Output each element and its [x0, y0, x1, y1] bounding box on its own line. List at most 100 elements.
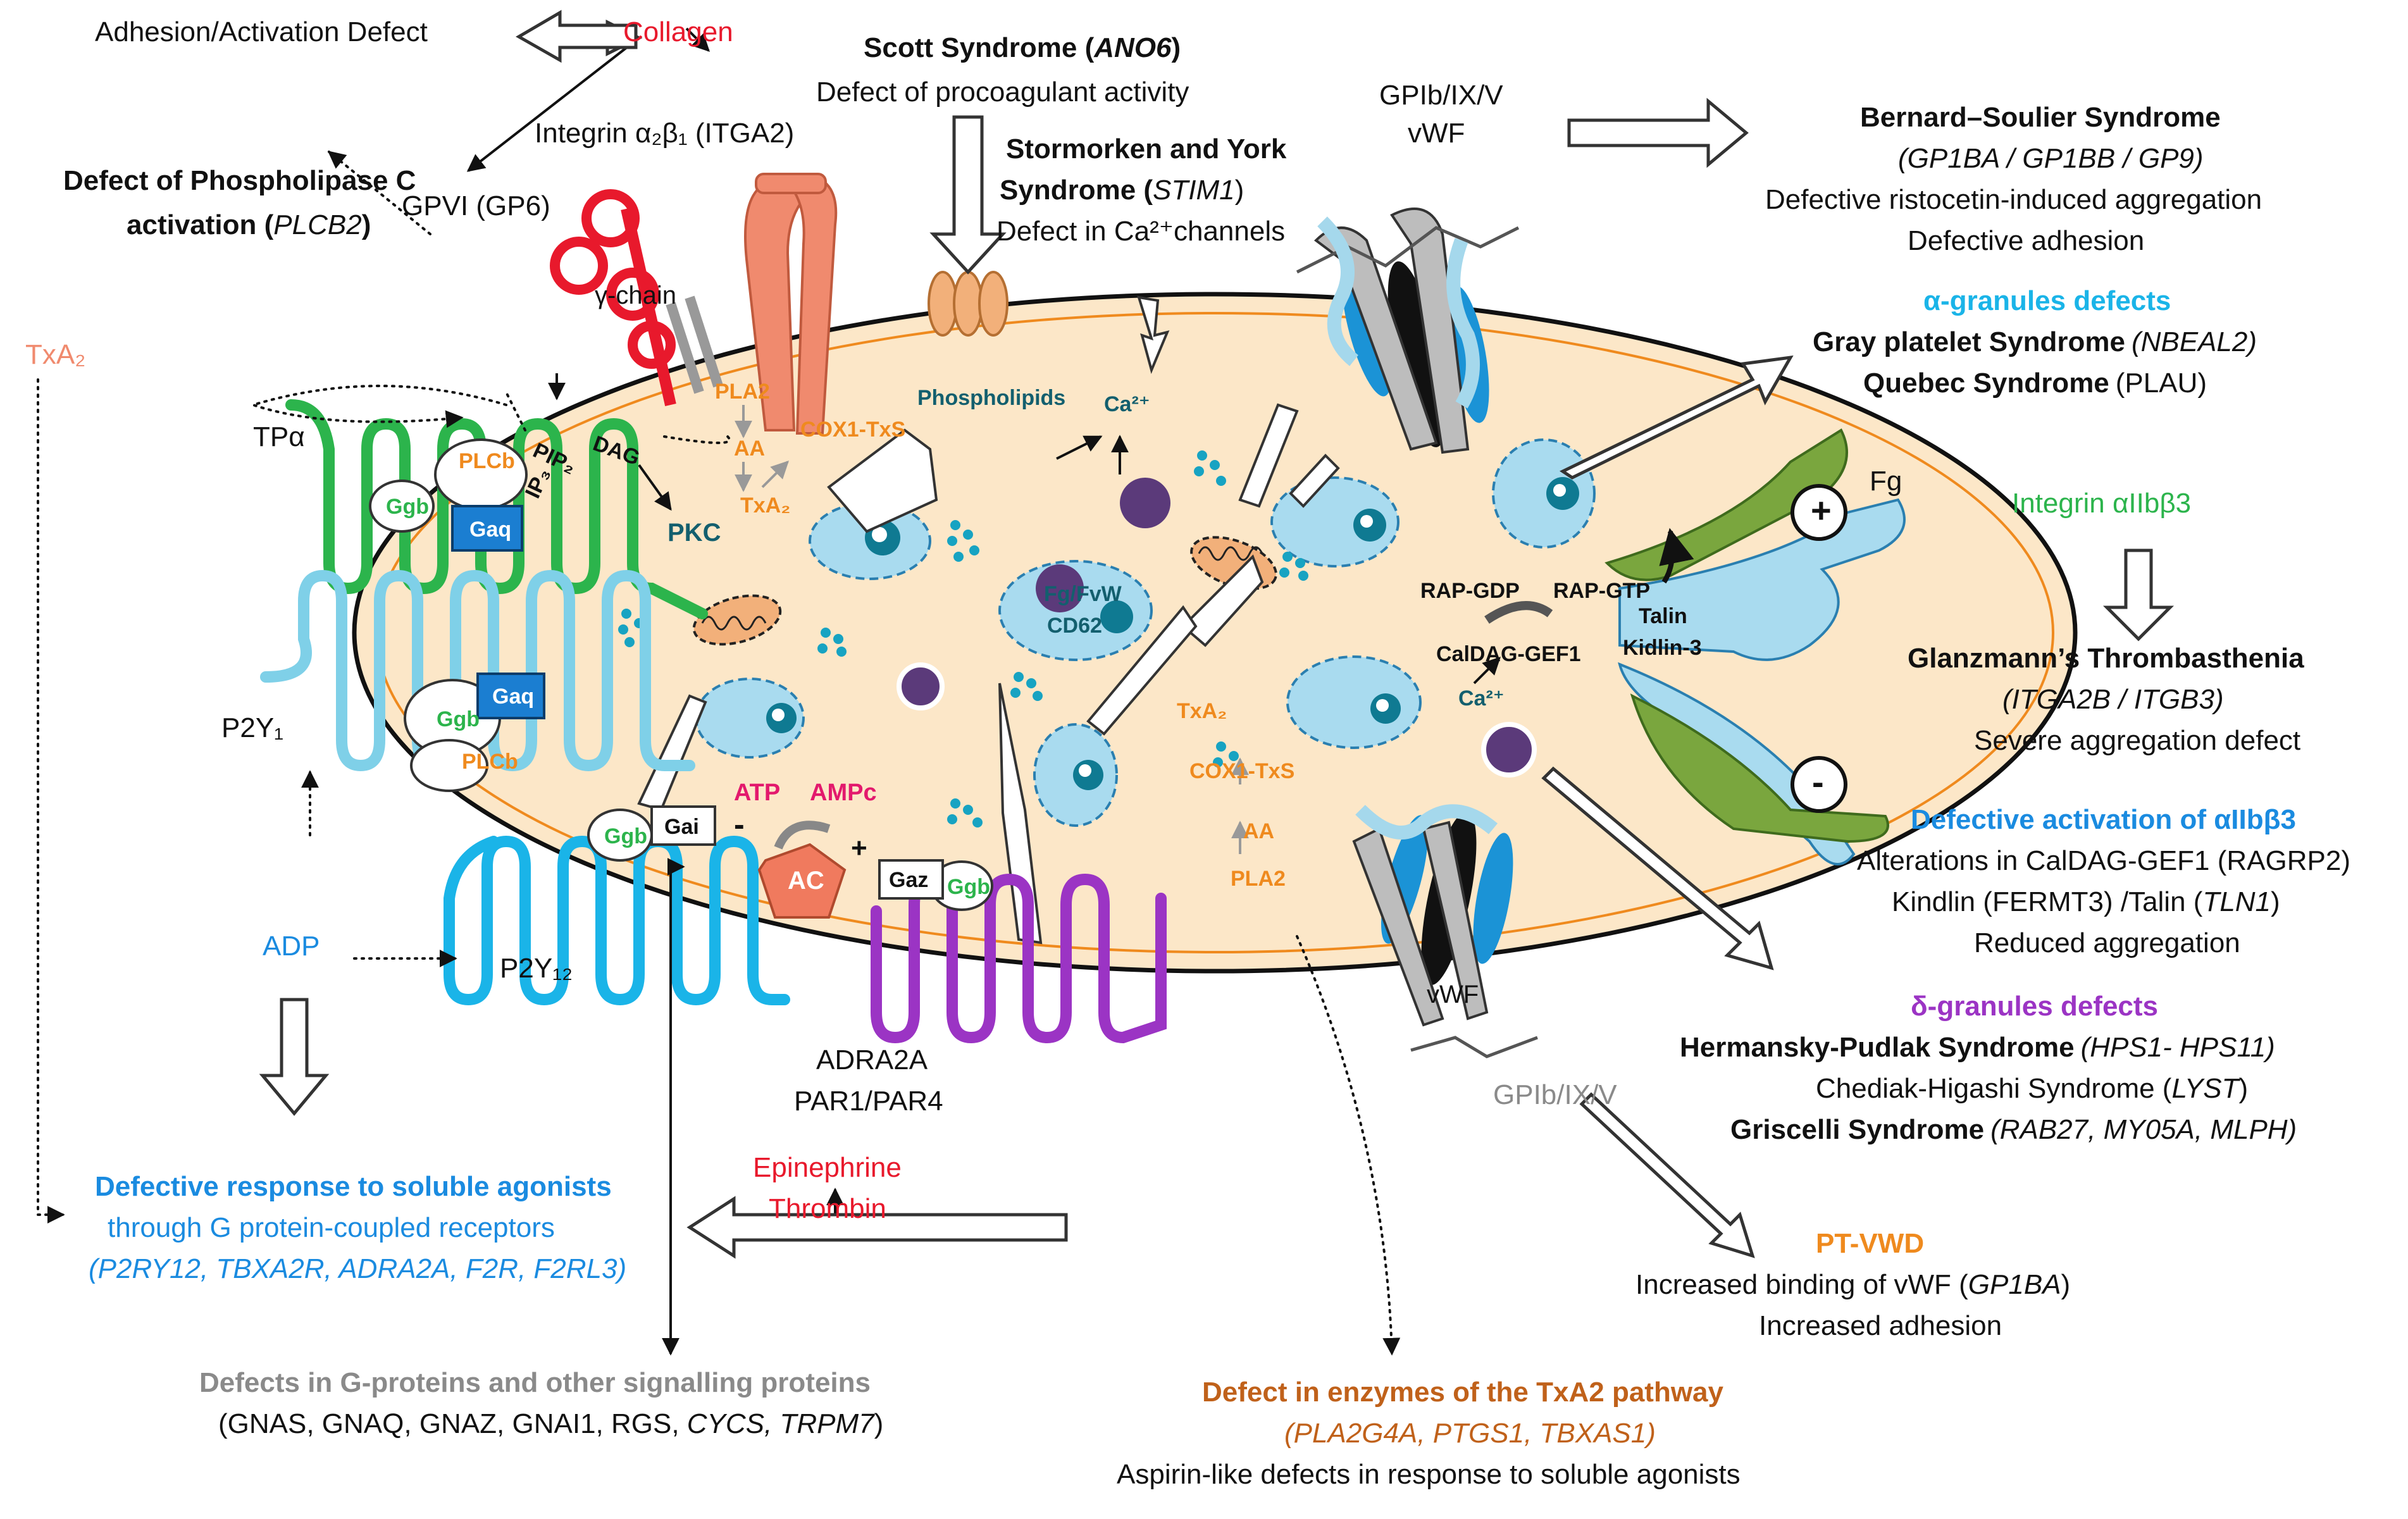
glanzmann-desc: Severe aggregation defect	[1974, 725, 2300, 756]
alpha-granule	[809, 502, 931, 580]
ggb-label-gai: Ggb	[604, 824, 647, 848]
adhesion-defect-label: Adhesion/Activation Defect	[95, 16, 428, 47]
stim1-bolt-icon	[1137, 295, 1170, 375]
ac-plus-sign: +	[851, 833, 867, 864]
gamma-chain-label: γ-chain	[595, 282, 676, 309]
glanzmann-genes: (ITGA2B / ITGB3)	[2002, 684, 2224, 715]
rap-gdp-label: RAP-GDP	[1420, 579, 1520, 603]
pla2-mid: PLA2	[1231, 867, 1286, 891]
hps-line: Hermansky-Pudlak Syndrome(HPS1- HPS11)	[1680, 1032, 2275, 1063]
collagen-label: Collagen	[623, 16, 733, 47]
labels: Adhesion/Activation Defect Collagen Inte…	[25, 16, 2350, 1490]
pla2-top: PLA2	[715, 380, 770, 404]
gpib-ix-v-top	[1296, 208, 1520, 454]
txa2-left-label: TxA₂	[25, 339, 85, 370]
chediak-line: Chediak-Higashi Syndrome (LYST)	[1816, 1073, 2248, 1104]
stormorken-line1: Stormorken and York	[1006, 133, 1287, 164]
rap-gtp-label: RAP-GTP	[1553, 579, 1650, 603]
defact-desc3: Reduced aggregation	[1974, 927, 2240, 958]
plcb-label-p2y1: PLCb	[462, 750, 518, 774]
stormorken-line2: Syndrome (STIM1)	[1000, 175, 1244, 206]
aa-mid: AA	[1243, 819, 1274, 843]
txa2-mid: TxA₂	[1177, 699, 1227, 723]
bss-desc1: Defective ristocetin-induced aggregation	[1765, 184, 2262, 215]
g-protein-shapes	[369, 438, 993, 919]
ano6-channel	[928, 271, 1009, 337]
txa2-top: TxA₂	[740, 493, 790, 518]
gaq-label-p2y1: Gaq	[492, 685, 534, 709]
thrombin-label: Thrombin	[769, 1193, 886, 1224]
cox1-top: COX1-TxS	[800, 418, 905, 442]
gai-label: Gai	[664, 815, 699, 839]
gray-platelet: Gray platelet Syndrome(NBEAL2)	[1813, 326, 2257, 357]
gpib-bottom-label: GPIb/IX/V	[1493, 1079, 1617, 1110]
gpvi-label: GPVI (GP6)	[402, 190, 550, 221]
alpha-granules	[695, 438, 1596, 827]
cytoskeleton-shards	[637, 403, 1340, 945]
adra2a-label: ADRA2A	[816, 1045, 928, 1076]
talin-label: Talin	[1639, 604, 1687, 628]
p2y1-receptor	[260, 569, 695, 772]
ca-mid-label: Ca²⁺	[1458, 686, 1505, 710]
soluble-desc: through G protein-coupled receptors	[108, 1212, 555, 1243]
soluble-title: Defective response to soluble agonists	[95, 1171, 612, 1202]
alpha-granule	[1286, 655, 1422, 749]
pkc-label: PKC	[667, 519, 721, 547]
ca-top-label: Ca²⁺	[1104, 392, 1150, 416]
atp-label: ATP	[734, 779, 780, 806]
alpha-granule	[1492, 438, 1596, 549]
txa2-pathway-title: Defect in enzymes of the TxA2 pathway	[1202, 1377, 1724, 1408]
scott-down-arrow	[929, 115, 1007, 275]
integrin-aiib-label: Integrin αIIbβ3	[2012, 488, 2191, 519]
integrin-aiib-b3-inactive	[1618, 662, 1889, 865]
ggb-label-tpa: Ggb	[386, 495, 429, 519]
scott-desc: Defect of procoagulant activity	[816, 77, 1189, 108]
p2y12-label: P2Y₁₂	[500, 953, 573, 984]
bss-genes: (GP1BA / GP1BB / GP9)	[1898, 143, 2204, 174]
aa-top: AA	[734, 437, 765, 461]
fg-label: Fg	[1870, 466, 1902, 497]
ptvwd-title: PT-VWD	[1816, 1228, 1924, 1259]
gaz-label: Gaz	[889, 868, 928, 892]
integrin-a2b1	[744, 172, 838, 435]
defact-desc2: Kindlin (FERMT3) /Talin (TLN1)	[1892, 886, 2280, 917]
epinephrine-label: Epinephrine	[753, 1152, 902, 1183]
signal-arrows	[37, 151, 1694, 1356]
ac-label: AC	[788, 867, 824, 895]
phospholipids-label: Phospholipids	[917, 386, 1065, 410]
quebec-syndrome: Quebec Syndrome(PLAU)	[1863, 368, 2207, 399]
glanzmann-title: Glanzmann’s Thrombasthenia	[1908, 643, 2304, 674]
tpa-label: TPα	[253, 421, 305, 452]
griscelli-line: Griscelli Syndrome(RAB27, MY05A, MLPH)	[1730, 1114, 2297, 1145]
gpib-top-line1: GPIb/IX/V	[1379, 80, 1503, 111]
ggb-label-p2y1: Ggb	[437, 707, 480, 731]
plc-defect-line1: Defect of Phospholipase C	[63, 165, 416, 196]
kindlin-label: Kidlin-3	[1623, 636, 1702, 660]
bss-desc2: Defective adhesion	[1908, 225, 2144, 256]
cox1-mid: COX1-TxS	[1189, 759, 1294, 783]
delta-granules-title: δ-granules defects	[1911, 991, 2158, 1022]
plus-sign: +	[1811, 490, 1832, 530]
plc-defect-line2: activation (PLCB2)	[127, 209, 371, 240]
adp-label: ADP	[263, 931, 320, 962]
vwf-bottom-label: vWF	[1427, 981, 1479, 1008]
gpib-ix-v-bottom	[1352, 804, 1538, 1058]
integrin-a2b1-label: Integrin α₂β₁ (ITGA2)	[535, 118, 794, 149]
txa2-pathway-desc: Aspirin-like defects in response to solu…	[1117, 1459, 1741, 1490]
fg-fvw-label: Fg/FvW	[1044, 582, 1122, 606]
gpib-top-line2: vWF	[1408, 118, 1465, 149]
plcb-label-tpa: PLCb	[459, 449, 515, 473]
minus-sign: -	[1812, 762, 1824, 802]
scott-title: Scott Syndrome (ANO6)	[864, 32, 1181, 63]
ampc-label: AMPc	[810, 779, 877, 806]
txa2-pathway-genes: (PLA2G4A, PTGS1, TBXAS1)	[1284, 1418, 1656, 1449]
p2y12-receptor	[444, 835, 790, 1006]
alpha-granules-title: α-granules defects	[1923, 285, 2171, 316]
alpha-granule	[1033, 723, 1118, 827]
ac-minus-sign: -	[734, 807, 745, 842]
alpha-granule	[695, 678, 805, 759]
adra2a-receptor	[871, 873, 1167, 1044]
bss-title: Bernard–Soulier Syndrome	[1860, 102, 2221, 133]
dense-granules	[897, 478, 1537, 778]
